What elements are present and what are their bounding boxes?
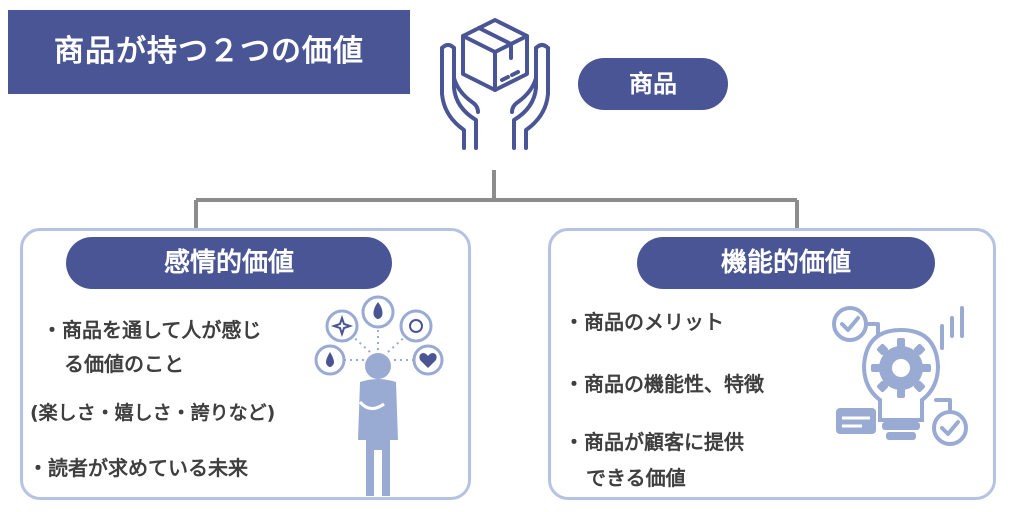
functional-bullet: ・商品の機能性、特徴 [564,372,764,396]
functional-value-label: 機能的価値 [637,237,935,289]
emotional-bullet: る価値のこと [64,352,184,376]
emotional-value-label: 感情的価値 [66,237,392,289]
person-with-emotions-icon [314,295,444,496]
functional-bullet: ・商品が顧客に提供 [564,430,744,454]
functional-bullet: できる価値 [586,466,686,490]
product-label: 商品 [578,58,728,110]
functional-bullet: ・商品のメリット [564,310,724,334]
emotional-bullet: ・商品を通して人が感じ [42,318,262,342]
hands-holding-box-icon [440,18,550,150]
emotional-bullet: (楽しさ・嬉しさ・誇りなど) [30,402,276,424]
page-title: 商品が持つ２つの価値 [8,10,410,94]
emotional-bullet: ・読者が求めている未来 [28,456,248,480]
gear-lightbulb-icon [832,306,968,446]
